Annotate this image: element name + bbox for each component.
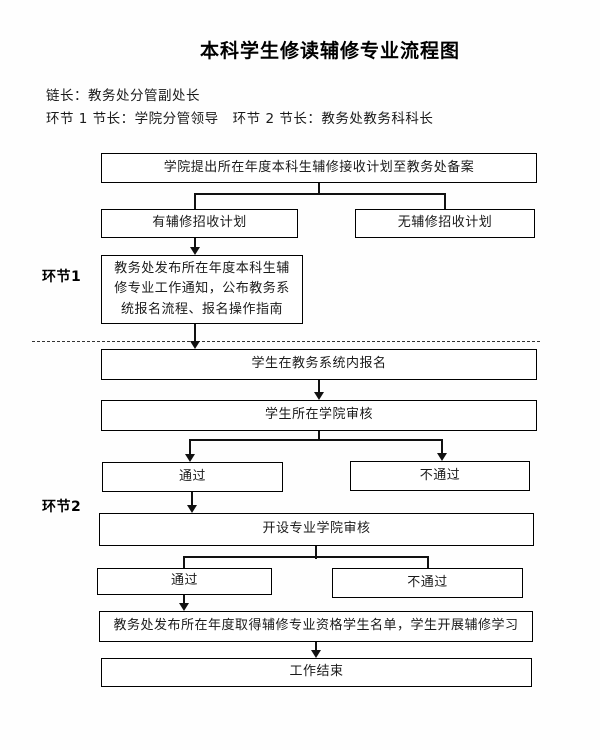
arrowhead-down-icon xyxy=(185,454,195,462)
connector-line xyxy=(194,193,196,209)
box-pass-2: 通过 xyxy=(97,568,272,595)
arrowhead-down-icon xyxy=(437,453,447,461)
box-office-notice: 教务处发布所在年度本科生辅修专业工作通知，公布教务系统报名流程、报名操作指南 xyxy=(101,255,303,324)
connector-line xyxy=(183,556,185,568)
box-offering-college-review: 开设专业学院审核 xyxy=(99,513,534,546)
stage-leaders-line: 环节 1 节长：学院分管领导 环节 2 节长：教务处教务科科长 xyxy=(46,111,434,127)
connector-line xyxy=(318,183,320,195)
box-publish-list: 教务处发布所在年度取得辅修专业资格学生名单，学生开展辅修学习 xyxy=(99,611,533,642)
box-fail-2: 不通过 xyxy=(332,568,523,598)
connector-line xyxy=(427,556,429,568)
connector-line xyxy=(183,595,185,605)
arrowhead-down-icon xyxy=(190,341,200,349)
box-pass-1: 通过 xyxy=(102,462,283,492)
box-fail-1: 不通过 xyxy=(350,461,530,491)
box-has-plan: 有辅修招收计划 xyxy=(101,209,298,238)
page-title: 本科学生修读辅修专业流程图 xyxy=(199,40,460,62)
connector-line xyxy=(315,546,317,559)
stage1-label: 环节1 xyxy=(42,269,82,285)
connector-line xyxy=(194,238,196,250)
chain-leader-line: 链长：教务处分管副处长 xyxy=(46,88,200,104)
box-work-end: 工作结束 xyxy=(101,658,532,687)
box-home-college-review: 学生所在学院审核 xyxy=(101,400,537,431)
connector-line xyxy=(194,324,196,343)
box-college-plan-filing: 学院提出所在年度本科生辅修接收计划至教务处备案 xyxy=(101,153,537,183)
connector-line xyxy=(189,439,443,441)
connector-line xyxy=(318,380,320,394)
arrowhead-down-icon xyxy=(314,392,324,400)
connector-line xyxy=(444,193,446,209)
arrowhead-down-icon xyxy=(179,603,189,611)
connector-line xyxy=(318,431,320,441)
stage-divider-dashed-line xyxy=(32,341,540,342)
box-student-register: 学生在教务系统内报名 xyxy=(101,349,537,380)
connector-line xyxy=(191,492,193,506)
connector-line xyxy=(441,439,443,454)
arrowhead-down-icon xyxy=(311,650,321,658)
arrowhead-down-icon xyxy=(187,505,197,513)
connector-line xyxy=(194,193,446,195)
arrowhead-down-icon xyxy=(190,247,200,255)
stage2-label: 环节2 xyxy=(42,499,82,515)
connector-line xyxy=(315,642,317,652)
box-no-plan: 无辅修招收计划 xyxy=(355,209,535,238)
connector-line xyxy=(189,439,191,455)
connector-line xyxy=(183,556,429,558)
